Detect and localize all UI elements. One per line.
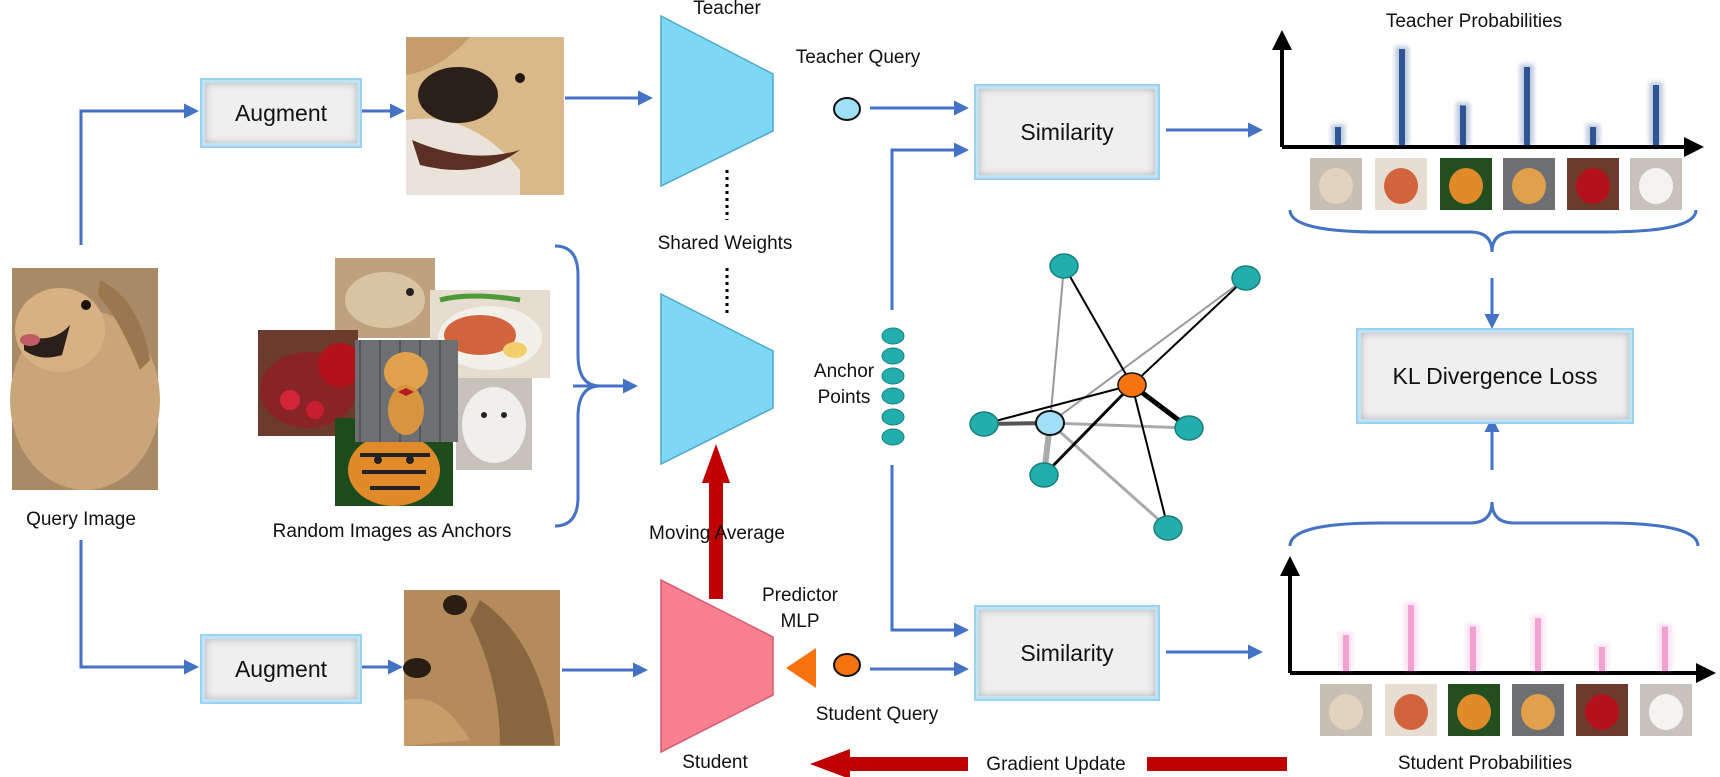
bar-white-dog bbox=[1653, 85, 1659, 145]
flow-arrows bbox=[79, 90, 1500, 678]
query-image-label: Query Image bbox=[26, 509, 136, 530]
similarity-graph bbox=[969, 253, 1261, 541]
teacher-bars bbox=[1331, 46, 1663, 145]
anchors-brace bbox=[554, 244, 601, 528]
student-label: Student bbox=[682, 752, 748, 773]
student-query-node bbox=[833, 653, 861, 677]
moving-average-arrow bbox=[702, 444, 730, 599]
teacher-chart-axes bbox=[1272, 30, 1704, 157]
teacher-encoder bbox=[660, 14, 774, 188]
bar-white-dog bbox=[1662, 626, 1668, 671]
similarity-box-bottom: Similarity bbox=[976, 607, 1158, 699]
teacher-query-node bbox=[833, 97, 861, 121]
bar-dog bbox=[1399, 49, 1405, 145]
student-query-label: Student Query bbox=[815, 704, 939, 725]
bar-food bbox=[1335, 127, 1341, 145]
gradient-update-arrow bbox=[810, 749, 1287, 777]
anchor-points-label-line1: Anchor bbox=[813, 361, 875, 382]
student-probs-brace bbox=[1288, 501, 1700, 547]
puppy-photo bbox=[1512, 684, 1564, 736]
white-dog-photo bbox=[1640, 684, 1692, 736]
white-dog-photo bbox=[1630, 158, 1682, 210]
bar-dog bbox=[1408, 605, 1414, 671]
predictor-mlp bbox=[786, 648, 816, 688]
puppy-photo bbox=[1503, 158, 1555, 210]
augment-box-top: Augment bbox=[202, 80, 360, 146]
predictor-label-line1: Predictor bbox=[761, 585, 839, 606]
teacher-query-label: Teacher Query bbox=[795, 47, 921, 68]
student-chart-axes bbox=[1280, 556, 1716, 683]
kl-divergence-loss-box: KL Divergence Loss bbox=[1358, 330, 1632, 422]
teacher-view-image bbox=[406, 37, 564, 195]
student-encoder bbox=[660, 578, 774, 754]
shared-weights-label: Shared Weights bbox=[657, 233, 793, 254]
similarity-box-top: Similarity bbox=[976, 86, 1158, 178]
food-photo bbox=[1375, 158, 1427, 210]
teacher-label: Teacher bbox=[693, 0, 761, 19]
tiger-photo bbox=[1448, 684, 1500, 736]
bar-food bbox=[1343, 635, 1349, 671]
augment-box-bottom: Augment bbox=[202, 636, 360, 702]
bar-tiger bbox=[1470, 626, 1476, 671]
pomegranate-photo bbox=[1576, 684, 1628, 736]
bar-puppy bbox=[1535, 618, 1541, 671]
student-bars bbox=[1339, 602, 1672, 671]
dog-photo bbox=[1320, 684, 1372, 736]
food-photo bbox=[1385, 684, 1437, 736]
teacher-probs-brace bbox=[1288, 209, 1698, 253]
bar-pomegranate bbox=[1590, 127, 1596, 145]
teacher-encoder-anchors bbox=[660, 292, 774, 466]
random-images-label: Random Images as Anchors bbox=[272, 521, 512, 542]
gradient-update-label: Gradient Update bbox=[986, 754, 1126, 775]
bar-puppy bbox=[1524, 67, 1530, 145]
random-anchor-images bbox=[258, 258, 550, 506]
student-thumbnails bbox=[1320, 684, 1692, 736]
moving-average-label: Moving Average bbox=[649, 523, 785, 544]
teacher-probabilities-label: Teacher Probabilities bbox=[1385, 11, 1563, 32]
pomegranate-photo bbox=[1567, 158, 1619, 210]
bar-tiger bbox=[1460, 105, 1466, 145]
dog-photo bbox=[1310, 158, 1362, 210]
tiger-photo bbox=[1440, 158, 1492, 210]
query-image bbox=[10, 268, 160, 490]
anchor-points-label-line2: Points bbox=[817, 387, 871, 408]
anchor-points bbox=[881, 327, 905, 446]
predictor-label-line2: MLP bbox=[780, 611, 820, 632]
teacher-thumbnails bbox=[1310, 158, 1682, 210]
student-view-image bbox=[403, 590, 560, 746]
student-probabilities-label: Student Probabilities bbox=[1397, 753, 1573, 774]
bar-pomegranate bbox=[1599, 647, 1605, 671]
